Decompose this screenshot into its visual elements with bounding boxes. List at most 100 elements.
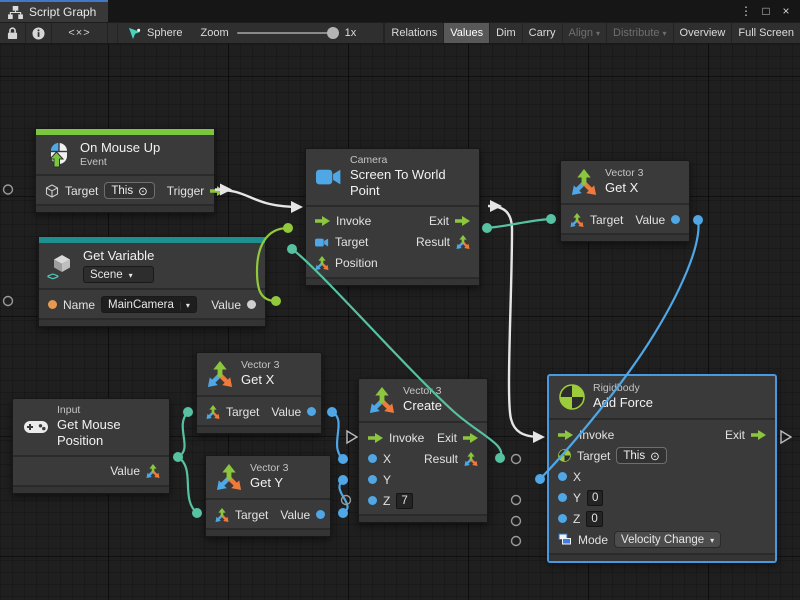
- selection-breadcrumb[interactable]: Sphere: [118, 23, 192, 43]
- port-label-z: Z: [573, 512, 580, 526]
- lock-icon: [7, 27, 18, 40]
- z-input-port[interactable]: [558, 514, 567, 523]
- node-footer: [549, 553, 775, 561]
- node-add-force[interactable]: Rigidbody Add Force Invoke Exit Target T…: [548, 375, 776, 562]
- invoke-input-port[interactable]: [368, 433, 383, 443]
- button-label: Dim: [496, 27, 516, 39]
- toolbar-button-fullscreen[interactable]: Full Screen: [732, 23, 800, 43]
- z-value-field[interactable]: 0: [586, 511, 602, 527]
- node-title: Add Force: [593, 395, 653, 411]
- node-get-x-mid[interactable]: Vector 3 Get X Target Value: [196, 352, 322, 434]
- button-label: Overview: [680, 27, 726, 39]
- node-subtitle: Vector 3: [241, 359, 280, 372]
- node-get-y[interactable]: Vector 3 Get Y Target Value: [205, 455, 331, 537]
- button-label: Relations: [391, 27, 437, 39]
- graph-canvas[interactable]: On Mouse Up Event Target This ⊙: [0, 44, 800, 600]
- chevron-down-icon: ▾: [663, 30, 667, 38]
- mode-dropdown[interactable]: Velocity Change ▾: [614, 531, 721, 548]
- lock-button[interactable]: [0, 23, 26, 43]
- camera-icon: [316, 164, 342, 190]
- value-output-port[interactable]: [247, 300, 256, 309]
- tab-script-graph[interactable]: Script Graph: [0, 0, 108, 22]
- graph-icon: [8, 6, 23, 19]
- rigidbody-icon: [559, 384, 585, 410]
- chevron-down-icon: ▾: [596, 30, 600, 38]
- maximize-icon[interactable]: □: [758, 3, 774, 19]
- target-this-label: This: [623, 450, 645, 462]
- y-input-port[interactable]: [368, 475, 377, 484]
- vector3-port-icon[interactable]: [146, 464, 160, 478]
- vector3-port-icon[interactable]: [456, 235, 470, 249]
- invoke-input-port[interactable]: [315, 216, 330, 226]
- name-input-port[interactable]: [48, 300, 57, 309]
- toolbar-button-align[interactable]: Align ▾: [563, 23, 607, 43]
- rigidbody-mini-icon[interactable]: [558, 449, 571, 462]
- value-output-port[interactable]: [671, 215, 680, 224]
- toolbar-button-carry[interactable]: Carry: [523, 23, 563, 43]
- toolbar-button-relations[interactable]: Relations: [384, 23, 444, 43]
- port-label-target: Target: [335, 235, 368, 249]
- value-output-port[interactable]: [316, 510, 325, 519]
- z-value-field[interactable]: 7: [396, 493, 412, 509]
- port-label-exit: Exit: [437, 431, 457, 445]
- node-title: On Mouse Up: [80, 140, 160, 156]
- enum-icon[interactable]: [558, 533, 572, 546]
- vector3-port-icon[interactable]: [206, 405, 220, 419]
- code-view-button[interactable]: <×>: [52, 23, 108, 43]
- zoom-slider[interactable]: [237, 32, 337, 34]
- camera-mini-icon[interactable]: [315, 237, 329, 248]
- toolbar-button-distribute[interactable]: Distribute ▾: [607, 23, 673, 43]
- z-input-port[interactable]: [368, 496, 377, 505]
- vector3-port-icon[interactable]: [464, 452, 478, 466]
- chevron-down-icon: ▾: [129, 272, 133, 280]
- node-title: Get Variable: [83, 248, 154, 264]
- variable-name-dropdown[interactable]: MainCamera ▾: [101, 296, 197, 313]
- graph-toolbar: <×> Sphere Zoom 1x Relations Values Dim: [0, 22, 800, 44]
- button-label: Carry: [529, 27, 556, 39]
- port-label-target: Target: [577, 449, 610, 463]
- toolbar-button-overview[interactable]: Overview: [674, 23, 733, 43]
- toolbar-button-dim[interactable]: Dim: [490, 23, 523, 43]
- target-this-button[interactable]: This ⊙: [104, 182, 154, 199]
- node-get-variable[interactable]: <> Get Variable Scene ▾ Name MainCamera: [38, 236, 266, 327]
- node-vector3-create[interactable]: Vector 3 Create Invoke Exit X Result: [358, 378, 488, 523]
- exit-output-port[interactable]: [463, 433, 478, 443]
- x-input-port[interactable]: [368, 454, 377, 463]
- vector3-port-icon[interactable]: [215, 508, 229, 522]
- x-input-port[interactable]: [558, 472, 567, 481]
- node-on-mouse-up[interactable]: On Mouse Up Event Target This ⊙: [35, 128, 215, 213]
- target-this-button[interactable]: This ⊙: [616, 447, 666, 464]
- scope-value: Scene: [90, 268, 123, 282]
- y-input-port[interactable]: [558, 493, 567, 502]
- port-label-trigger: Trigger: [167, 184, 205, 198]
- value-output-port[interactable]: [307, 407, 316, 416]
- port-label-mode: Mode: [578, 533, 608, 547]
- invoke-input-port[interactable]: [558, 430, 573, 440]
- node-subtitle: Vector 3: [605, 167, 644, 180]
- node-footer: [39, 318, 265, 326]
- node-screen-to-world-point[interactable]: Camera Screen To World Point Invoke Exit…: [305, 148, 480, 286]
- button-label: Full Screen: [738, 27, 794, 39]
- menu-icon[interactable]: ⋮: [738, 3, 754, 19]
- zoom-value: 1x: [345, 27, 357, 39]
- close-icon[interactable]: ×: [778, 3, 794, 19]
- node-get-mouse-position[interactable]: Input Get Mouse Position Value: [12, 398, 170, 494]
- node-get-x-top[interactable]: Vector 3 Get X Target Value: [560, 160, 690, 242]
- node-subtitle: Camera: [350, 154, 469, 167]
- vector3-port-icon[interactable]: [315, 256, 329, 270]
- y-value-field[interactable]: 0: [587, 490, 603, 506]
- port-label-position: Position: [335, 256, 378, 270]
- inspect-button[interactable]: [26, 23, 52, 43]
- toolbar-button-values[interactable]: Values: [444, 23, 490, 43]
- port-label-x: X: [573, 470, 581, 484]
- vector3-icon: [216, 464, 242, 490]
- zoom-slider-handle[interactable]: [327, 27, 339, 39]
- vector3-port-icon[interactable]: [570, 213, 584, 227]
- flow-output-port[interactable]: [210, 186, 225, 196]
- exit-output-port[interactable]: [455, 216, 470, 226]
- exit-output-port[interactable]: [751, 430, 766, 440]
- node-title: Get X: [241, 372, 280, 388]
- node-title: Get X: [605, 180, 644, 196]
- variable-scope-dropdown[interactable]: Scene ▾: [83, 266, 154, 283]
